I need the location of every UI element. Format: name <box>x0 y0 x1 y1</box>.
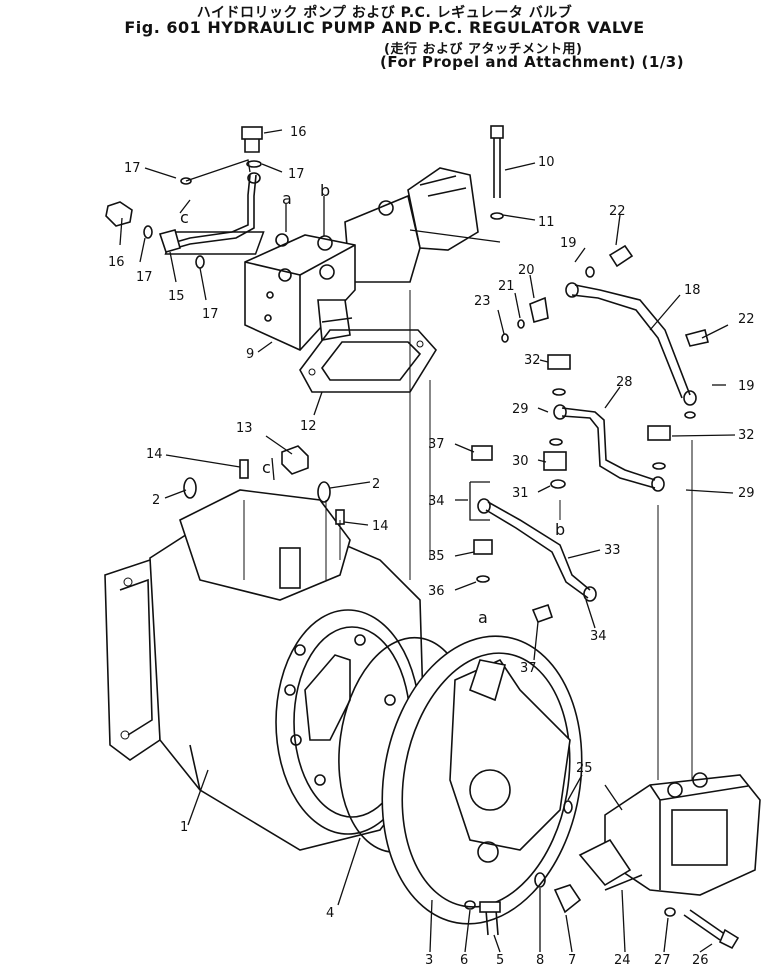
label-19: 19 <box>560 236 577 251</box>
label-15: 15 <box>168 289 185 304</box>
label-19: 19 <box>738 379 755 394</box>
connection-a-top: a <box>282 189 292 208</box>
label-27: 27 <box>654 953 671 967</box>
label-36: 36 <box>428 584 445 599</box>
label-35: 35 <box>428 549 445 564</box>
label-18: 18 <box>684 283 701 298</box>
label-8: 8 <box>536 953 544 967</box>
label-2: 2 <box>372 477 380 492</box>
regulator-valve-drawing <box>578 772 761 950</box>
label-25: 25 <box>576 761 593 776</box>
connection-letters: a b c a b c <box>180 181 565 627</box>
label-6: 6 <box>460 953 468 967</box>
title-japanese: ハイドロリック ポンプ および P.C. レギュレータ バルブ <box>196 5 573 21</box>
connection-lines <box>243 290 693 780</box>
label-22: 22 <box>609 204 626 219</box>
label-37: 37 <box>520 661 537 676</box>
label-22: 22 <box>738 312 755 327</box>
label-31: 31 <box>512 486 529 501</box>
label-17: 17 <box>124 161 141 176</box>
right-fittings-drawing <box>471 244 709 624</box>
label-33: 33 <box>604 543 621 558</box>
label-7: 7 <box>568 953 576 967</box>
label-14: 14 <box>372 519 389 534</box>
connection-b-top: b <box>320 181 330 200</box>
label-30: 30 <box>512 454 529 469</box>
end-cover-drawing <box>381 635 583 936</box>
label-17: 17 <box>202 307 219 322</box>
label-17: 17 <box>288 167 305 182</box>
label-11: 11 <box>538 215 555 230</box>
gasket-drawing <box>299 329 437 393</box>
subtitle: (For Propel and Attachment) (1/3) <box>380 53 685 71</box>
label-4: 4 <box>326 906 334 921</box>
connection-a-bottom: a <box>478 608 488 627</box>
label-32: 32 <box>524 353 541 368</box>
label-32: 32 <box>738 428 755 443</box>
label-20: 20 <box>518 263 535 278</box>
subtitle-japanese: (走行 および アタッチメント用) <box>384 42 583 57</box>
label-28: 28 <box>616 375 633 390</box>
label-29: 29 <box>512 402 529 417</box>
long-bolt-drawing <box>490 125 504 220</box>
label-10: 10 <box>538 155 555 170</box>
connection-c-top: c <box>180 208 189 227</box>
label-12: 12 <box>300 419 317 434</box>
label-24: 24 <box>614 953 631 967</box>
label-34: 34 <box>428 494 445 509</box>
connection-c-bottom: c <box>262 458 271 477</box>
pipes-drawing <box>477 282 697 602</box>
leader-lines <box>119 129 736 953</box>
part-number-labels: 16 17 17 16 17 15 17 10 11 9 12 13 14 2 … <box>108 125 755 967</box>
label-3: 3 <box>425 953 433 967</box>
label-34: 34 <box>590 629 607 644</box>
label-17: 17 <box>136 270 153 285</box>
label-37: 37 <box>428 437 445 452</box>
label-29: 29 <box>738 486 755 501</box>
label-21: 21 <box>498 279 515 294</box>
label-1: 1 <box>180 820 188 835</box>
label-26: 26 <box>692 953 709 967</box>
label-14: 14 <box>146 447 163 462</box>
label-5: 5 <box>496 953 504 967</box>
label-23: 23 <box>474 294 491 309</box>
label-9: 9 <box>246 347 254 362</box>
small-bolts-drawing <box>105 126 263 269</box>
connection-b-bottom: b <box>555 520 565 539</box>
figure-title: Fig. 601 HYDRAULIC PUMP AND P.C. REGULAT… <box>124 18 645 37</box>
label-16: 16 <box>290 125 307 140</box>
label-16: 16 <box>108 255 125 270</box>
label-2: 2 <box>152 493 160 508</box>
label-13: 13 <box>236 421 253 436</box>
